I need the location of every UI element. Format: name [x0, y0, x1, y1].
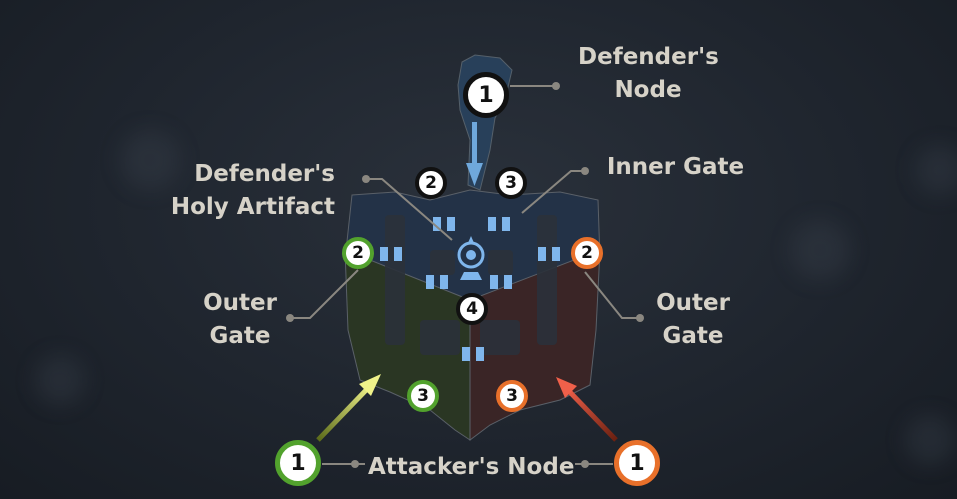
leader-lines — [286, 82, 644, 468]
marker-green-base: 3 — [407, 380, 439, 412]
marker-defender-gate-left: 2 — [415, 167, 447, 199]
label-defenders-node: Defender's Node — [578, 41, 719, 107]
marker-orange-outer-gate: 2 — [571, 237, 603, 269]
label-inner-gate: Inner Gate — [606, 154, 745, 180]
green-attack-arrow — [316, 374, 381, 442]
label-outer-gate-right: Outer Gate — [648, 287, 738, 353]
marker-defender-gate-right: 3 — [495, 167, 527, 199]
marker-defender-node: 1 — [463, 72, 509, 118]
background-blur — [35, 130, 957, 465]
marker-orange-base: 3 — [496, 380, 528, 412]
label-attackers-node: Attacker's Node — [368, 454, 575, 480]
holy-artifact-icon — [457, 236, 485, 280]
label-line: Node — [614, 77, 682, 103]
marker-green-node: 1 — [275, 440, 321, 486]
label-line: Gate — [209, 323, 271, 349]
label-line: Gate — [662, 323, 724, 349]
marker-green-outer-gate: 2 — [342, 237, 374, 269]
label-line: Defender's — [194, 161, 335, 187]
label-holy-artifact: Defender's Holy Artifact — [163, 158, 335, 224]
marker-center: 4 — [456, 293, 488, 325]
marker-orange-node: 1 — [614, 440, 660, 486]
orange-attack-arrow — [556, 377, 618, 442]
label-line: Outer — [203, 290, 277, 316]
label-outer-gate-left: Outer Gate — [195, 287, 285, 353]
fortress-walls — [385, 215, 557, 355]
label-line: Outer — [656, 290, 730, 316]
label-line: Holy Artifact — [170, 194, 335, 220]
defender-arrow — [466, 122, 483, 186]
label-line: Defender's — [578, 44, 719, 70]
gate-icons — [380, 217, 560, 361]
